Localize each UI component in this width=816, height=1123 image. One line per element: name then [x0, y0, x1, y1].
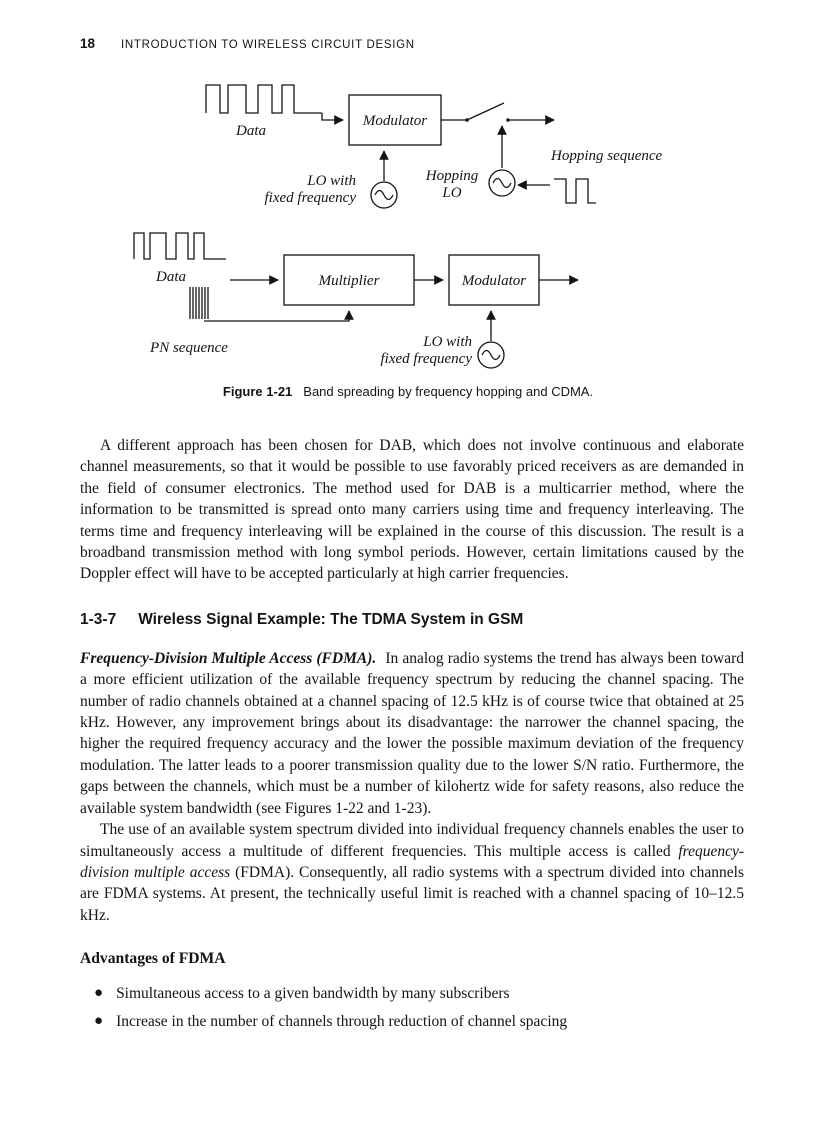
fdma-paragraph-1: Frequency-Division Multiple Access (FDMA…	[80, 648, 744, 819]
list-item: ● Increase in the number of channels thr…	[80, 1011, 744, 1032]
cdma-diagram: Data Multiplier Modulator PN sequence	[133, 232, 579, 369]
data-waveform-bottom	[133, 232, 226, 260]
hopping-sequence-label: Hopping sequence	[550, 148, 663, 164]
band-spreading-diagram: Data Modulator LO with fixed frequency	[133, 84, 663, 369]
hopping-sequence-waveform	[554, 178, 596, 204]
modulator-label-top: Modulator	[362, 113, 427, 129]
advantages-heading: Advantages of FDMA	[80, 950, 226, 968]
section-number: 1-3-7	[80, 610, 117, 628]
bullet-icon: ●	[94, 985, 104, 1002]
hopping-lo-label-line2: LO	[441, 185, 461, 201]
advantage-text-1: Simultaneous access to a given bandwidth…	[116, 985, 510, 1003]
fixed-lo-oscillator-top	[370, 181, 398, 209]
arrow-data-to-modulator	[321, 113, 344, 125]
fdma-paragraph-2-start: The use of an available system spectrum …	[80, 821, 744, 860]
running-title: INTRODUCTION TO WIRELESS CIRCUIT DESIGN	[121, 39, 415, 51]
fixed-lo-label-top-line1: LO with	[306, 173, 356, 189]
figure-caption: Figure 1-21 Band spreading by frequency h…	[0, 384, 816, 399]
multiplier-label: Multiplier	[318, 273, 380, 289]
frequency-hopping-diagram: Data Modulator LO with fixed frequency	[205, 84, 663, 209]
switch-blade	[466, 102, 505, 121]
data-waveform-top	[205, 84, 322, 114]
fixed-lo-sine-top	[374, 189, 394, 201]
fixed-lo-oscillator-bottom	[477, 341, 505, 369]
advantages-list: ● Simultaneous access to a given bandwid…	[80, 983, 744, 1032]
data-label-top: Data	[235, 123, 266, 139]
fixed-lo-label-top-line2: fixed frequency	[265, 190, 357, 206]
figure-caption-label: Figure 1-21	[222, 384, 293, 399]
line-pn-to-multiplier	[204, 310, 354, 322]
body-text: A different approach has been chosen for…	[80, 435, 744, 585]
hopping-lo-label-line1: Hopping	[425, 168, 479, 184]
fdma-paragraph-2-end: (FDMA). Consequently, all radio systems …	[80, 863, 744, 924]
fdma-paragraph-1-text: In analog radio systems the trend has al…	[80, 649, 745, 817]
page-number: 18	[80, 36, 96, 51]
pn-sequence-label: PN sequence	[149, 340, 228, 356]
pn-sequence-waveform	[189, 287, 209, 319]
bullet-icon: ●	[94, 1012, 104, 1029]
section-title: Wireless Signal Example: The TDMA System…	[138, 610, 524, 628]
fdma-section: Frequency-Division Multiple Access (FDMA…	[80, 648, 744, 926]
section-heading-1-3-7: 1-3-7 Wireless Signal Example: The TDMA S…	[80, 611, 744, 629]
fixed-lo-label-bottom-line2: fixed frequency	[381, 351, 473, 367]
hopping-lo-oscillator	[488, 169, 516, 197]
fixed-lo-label-bottom-line1: LO with	[422, 334, 472, 350]
hopping-lo-sine	[492, 177, 512, 189]
advantage-text-2: Increase in the number of channels throu…	[116, 1012, 568, 1030]
running-header: 18 INTRODUCTION TO WIRELESS CIRCUIT DESI…	[80, 36, 744, 51]
fdma-term-italic: frequency-division multiple access	[80, 842, 745, 881]
modulator-label-bottom: Modulator	[461, 273, 526, 289]
fixed-lo-sine-bottom	[481, 349, 501, 361]
dab-paragraph: A different approach has been chosen for…	[80, 437, 744, 583]
data-label-bottom: Data	[155, 269, 186, 285]
list-item: ● Simultaneous access to a given bandwid…	[80, 983, 744, 1004]
figure-caption-text: Band spreading by frequency hopping and …	[303, 384, 594, 399]
figure-1-21: Data Modulator LO with fixed frequency	[0, 73, 816, 399]
fdma-runin-heading: Frequency-Division Multiple Access (FDMA…	[80, 649, 377, 667]
fdma-paragraph-2: The use of an available system spectrum …	[80, 819, 744, 926]
